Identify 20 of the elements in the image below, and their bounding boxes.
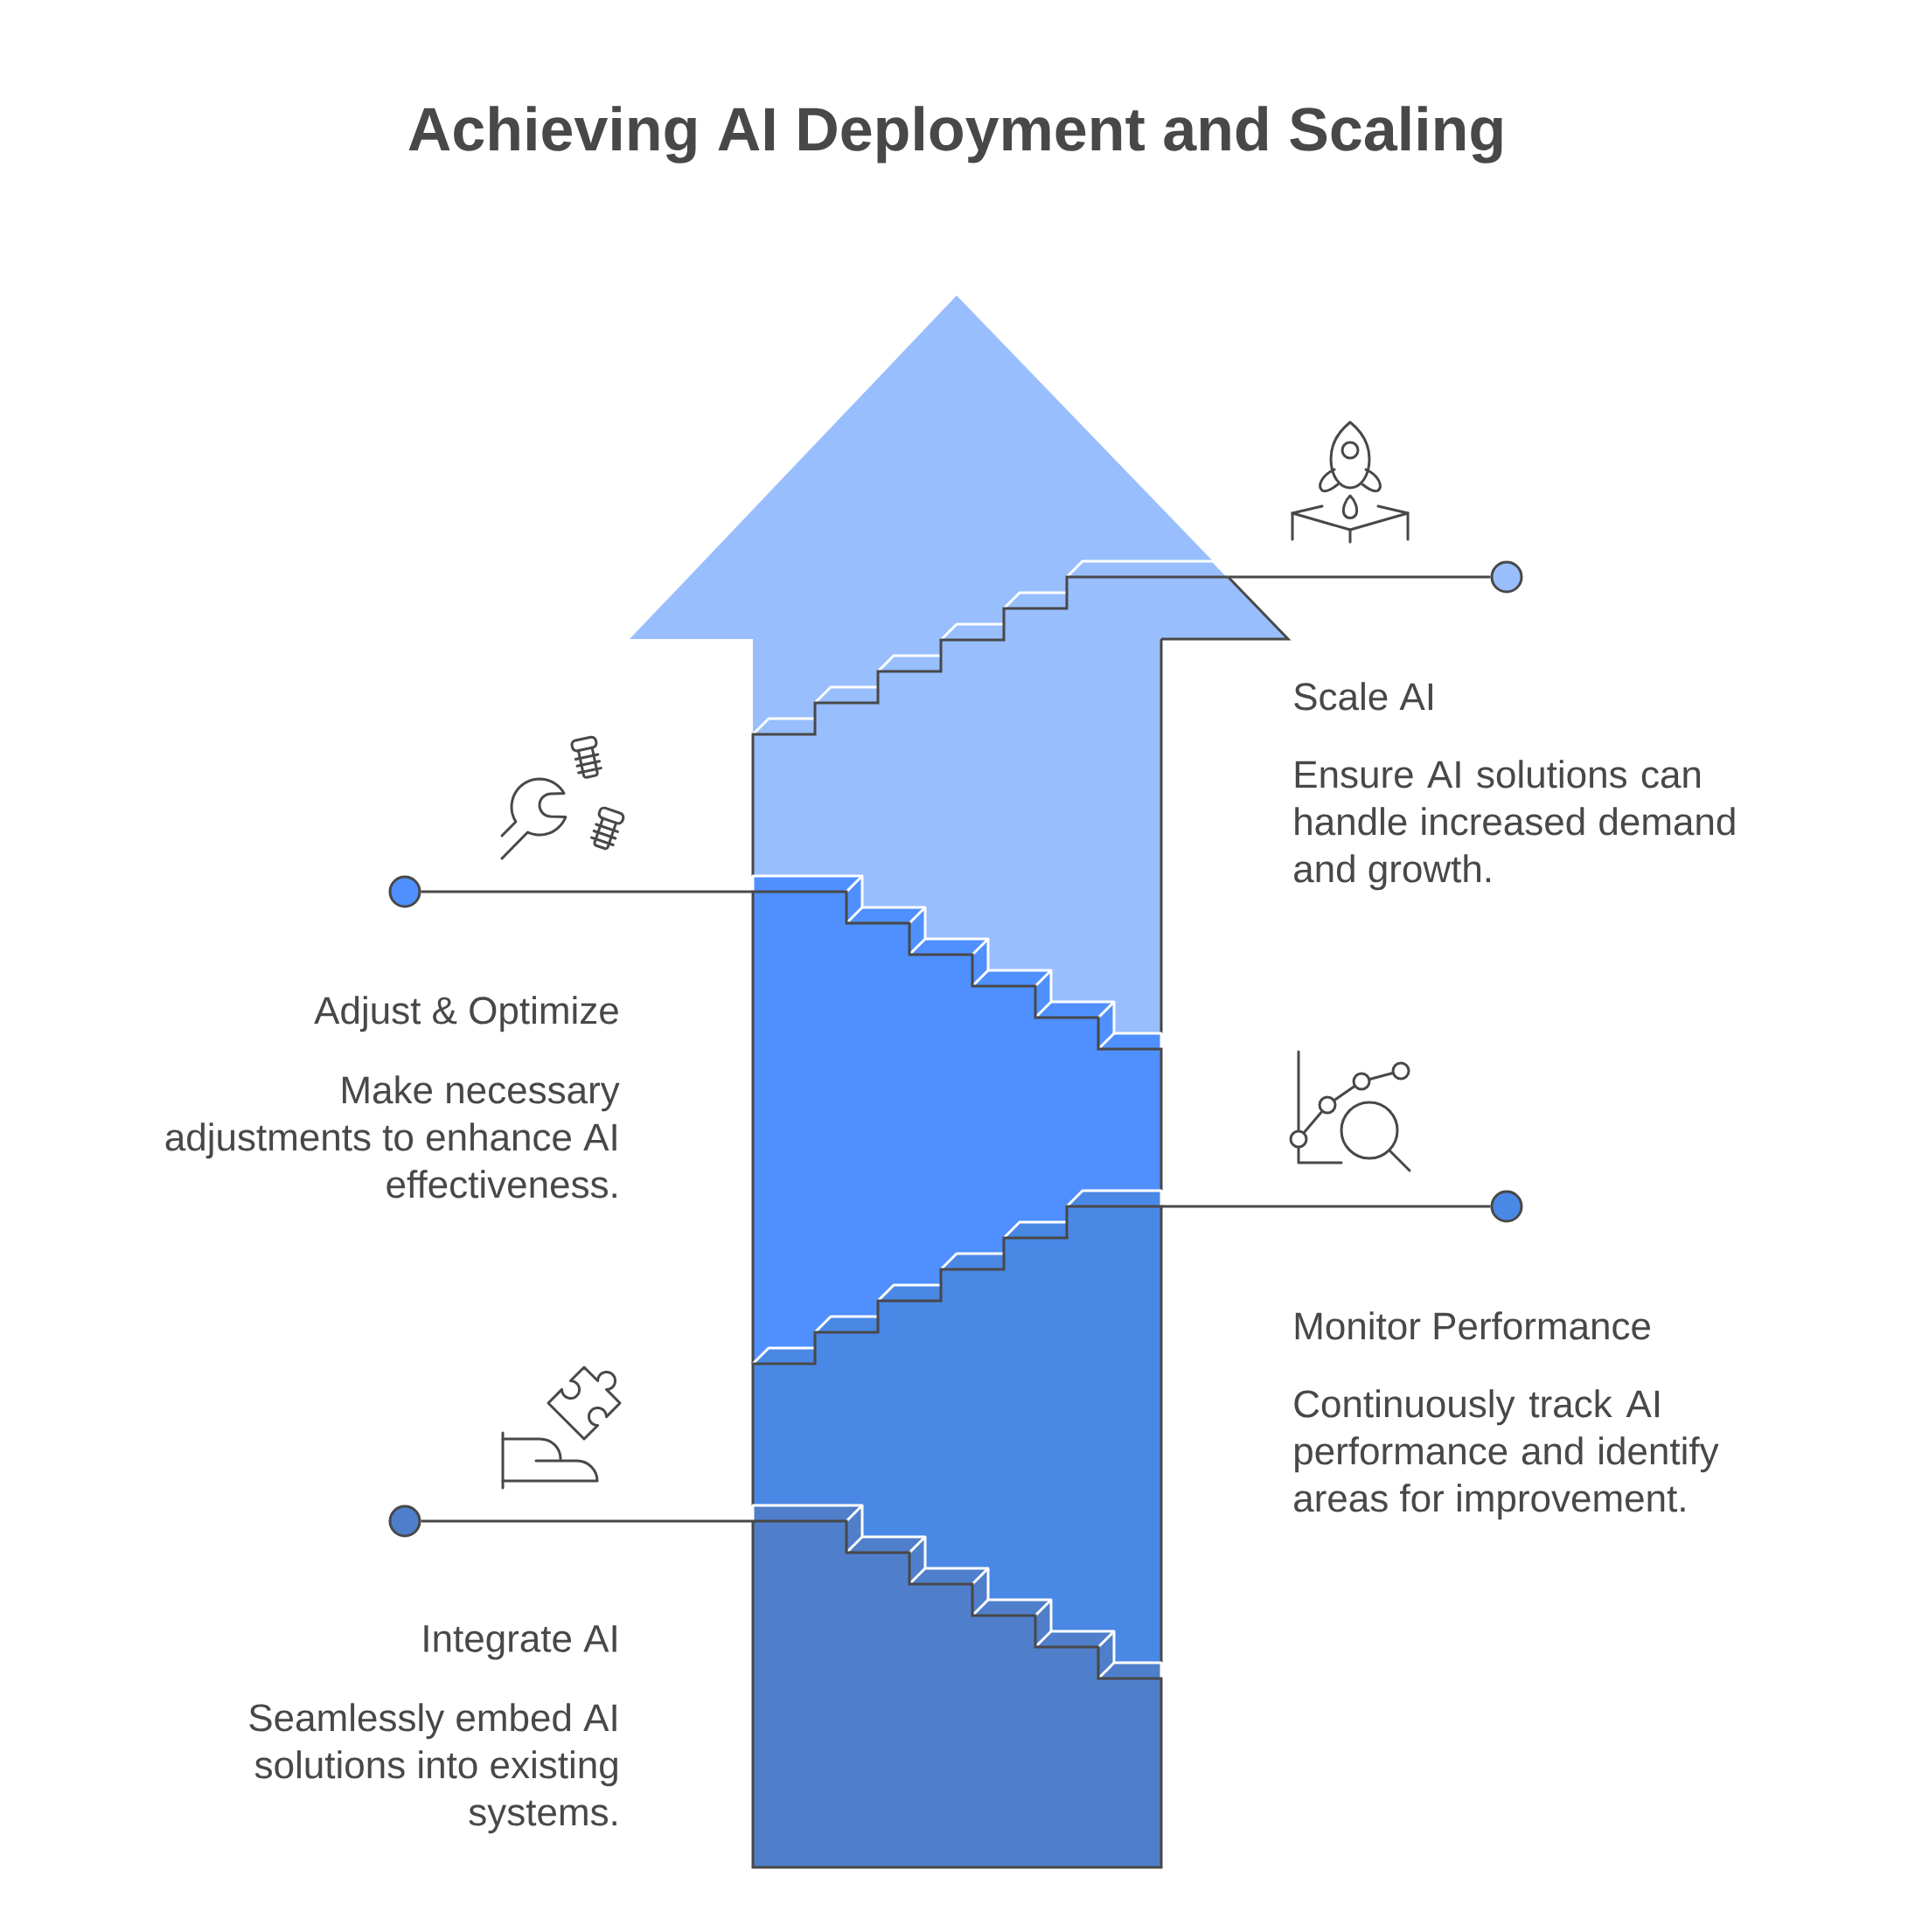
- leader-line: [1161, 1205, 1491, 1208]
- step-title: Monitor Performance: [1295, 1311, 1650, 1340]
- leader-line: [421, 1519, 753, 1523]
- arrow-section: [751, 874, 1163, 1364]
- leader-dot: [388, 875, 421, 908]
- step-title: Integrate AI: [424, 1625, 616, 1660]
- title: Achieving AI Deployment and Scaling: [408, 106, 1502, 163]
- arrow-section: [751, 1504, 1163, 1869]
- step-description: Seamlessly embed AI solutions into existing systems.: [249, 1703, 617, 1834]
- leader-line: [421, 890, 753, 893]
- arrow-section: [751, 1189, 1163, 1663]
- leader-line: [1228, 575, 1491, 579]
- step-title: Scale AI: [1294, 682, 1432, 711]
- arrow-section: [630, 295, 1292, 1033]
- leader-dot: [388, 1505, 421, 1538]
- step-title: Adjust & Optimize: [314, 996, 618, 1032]
- step-description: Continuously track AI performance and identify areas for improvement.: [1294, 1389, 1719, 1520]
- leader-dot: [1490, 1190, 1523, 1223]
- step-description: Make necessary adjustments to enhance AI effectiveness.: [165, 1075, 620, 1199]
- leader-dot: [1490, 560, 1523, 594]
